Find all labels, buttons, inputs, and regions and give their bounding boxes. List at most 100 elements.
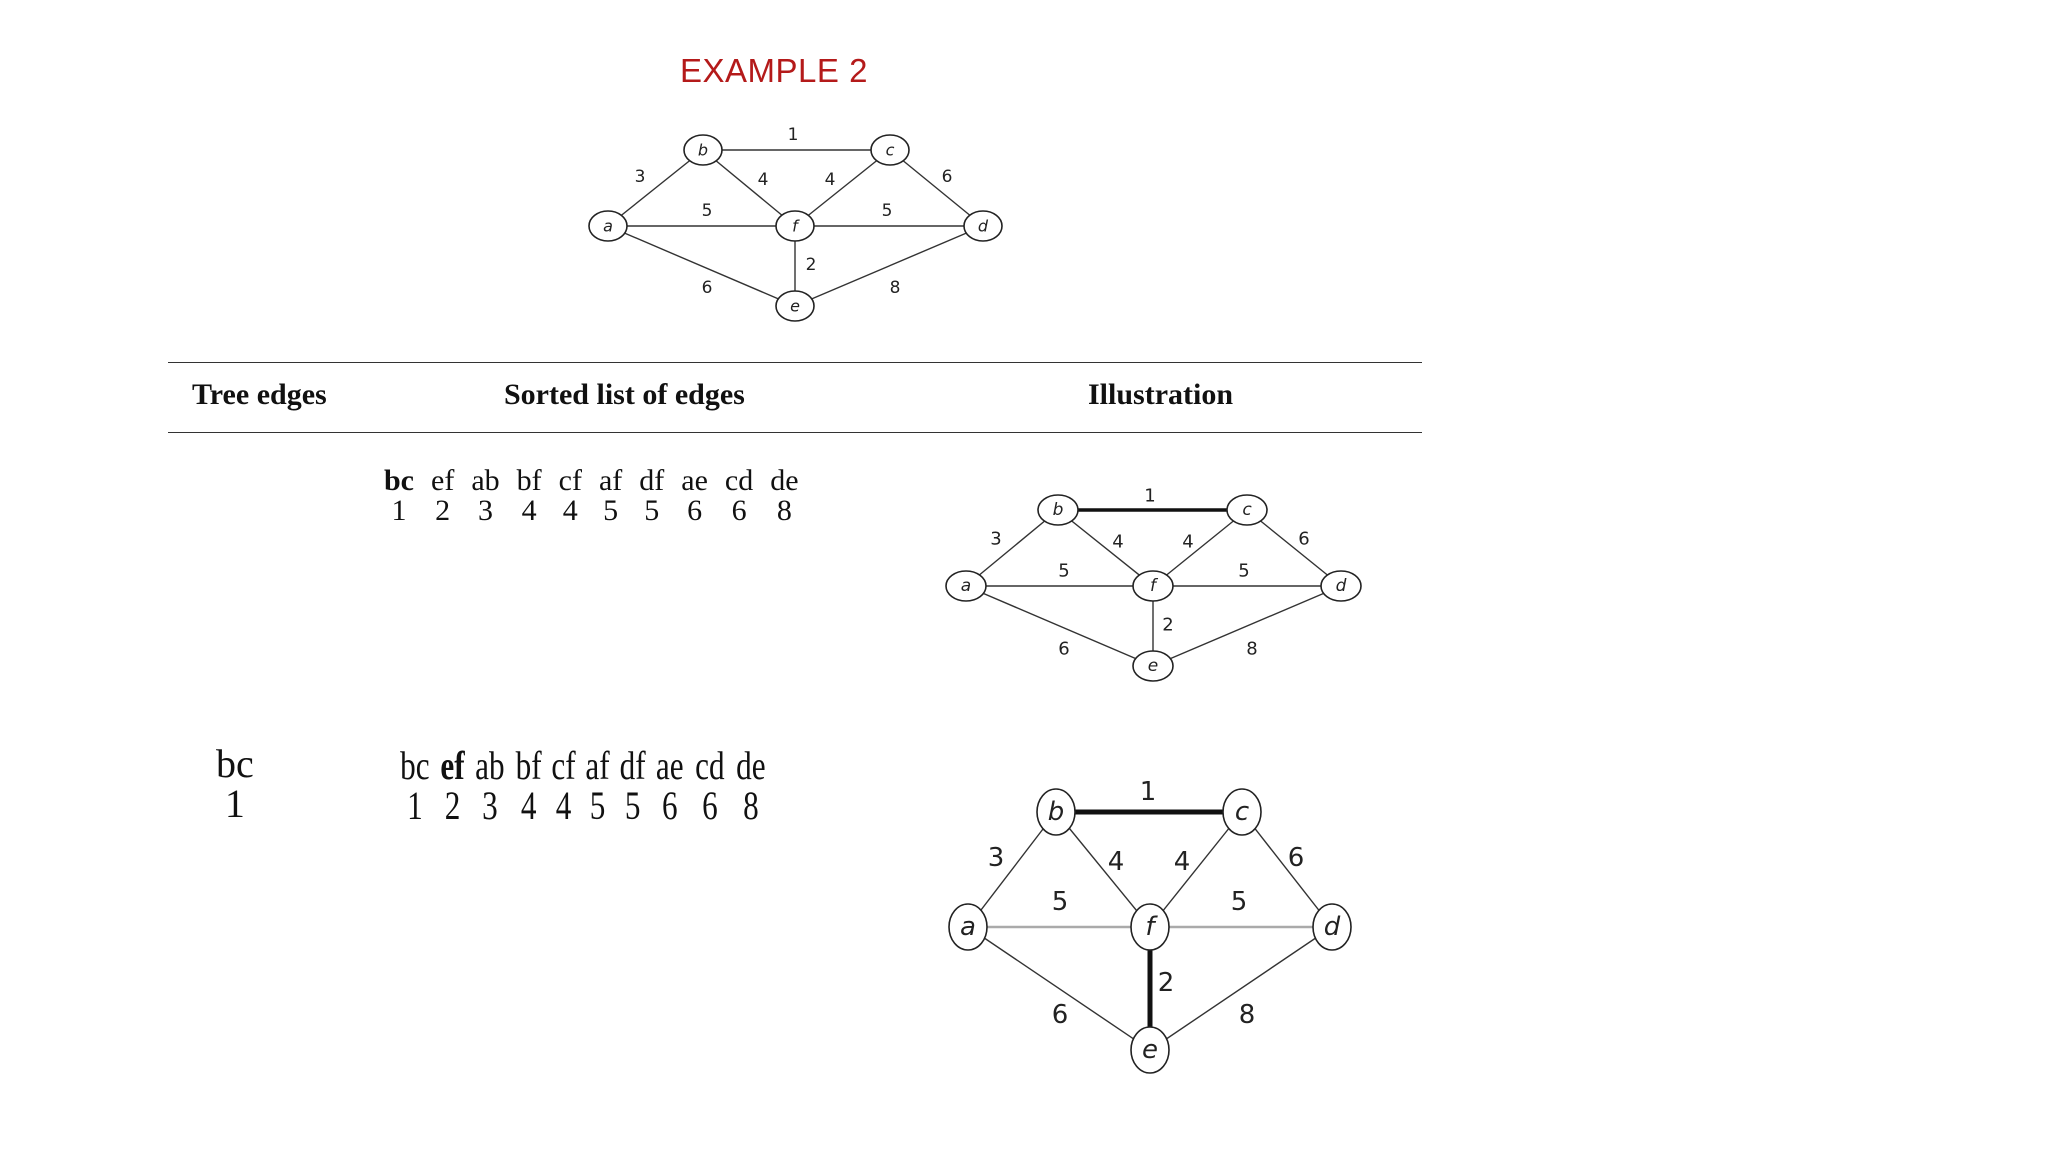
- edge-de: [1152, 585, 1342, 667]
- sorted-edge-name: df: [619, 743, 646, 788]
- node-label: e: [1148, 656, 1158, 676]
- sorted-edge-weight: 5: [603, 494, 619, 527]
- edge-weight-cf: 4: [825, 170, 836, 190]
- edge-weight-bc: 1: [1140, 777, 1157, 807]
- edge-weight-cd: 6: [1298, 529, 1309, 550]
- edge-weight-ae: 6: [1058, 639, 1069, 660]
- edge-weight-ef: 2: [1158, 968, 1175, 998]
- sorted-edge-weight: 1: [391, 494, 407, 527]
- edge-cd: [1246, 509, 1342, 587]
- header-illustration: Illustration: [1088, 378, 1234, 411]
- node-circle: [963, 210, 1003, 242]
- node-circle: [1132, 650, 1174, 682]
- edge-weight-cf: 4: [1182, 532, 1193, 553]
- edge-weight-de: 8: [890, 278, 901, 298]
- sorted-edge-name: bc: [384, 464, 414, 497]
- sorted-edge-weight: 2: [444, 783, 461, 828]
- edge-weight-ab: 3: [988, 843, 1005, 873]
- sorted-edge-name: bf: [516, 464, 542, 497]
- edge-cd: [889, 149, 984, 227]
- edge-weight-af: 5: [1052, 887, 1069, 917]
- sorted-edge-name: de: [735, 743, 766, 788]
- node-e: e: [775, 290, 815, 322]
- edge-ab: [965, 509, 1059, 587]
- edge-weight-bf: 4: [1112, 532, 1123, 553]
- edge-weight-bc: 1: [788, 125, 799, 145]
- node-b: b: [1036, 788, 1076, 836]
- sorted-edge-weight: 6: [662, 783, 678, 828]
- edge-weight-cd: 6: [942, 167, 953, 187]
- edge-ae: [965, 585, 1154, 667]
- edge-weight-cf: 4: [1174, 847, 1191, 877]
- sorted-edge-weight: 3: [477, 494, 493, 527]
- sorted-edge-name: ae: [681, 464, 708, 497]
- node-circle: [775, 210, 815, 242]
- sorted-edge-name: df: [639, 464, 665, 497]
- node-label: a: [603, 217, 613, 236]
- header-sorted-edges: Sorted list of edges: [504, 378, 745, 411]
- node-label: c: [1242, 500, 1252, 520]
- sorted-edge-weight: 8: [776, 494, 792, 527]
- sorted-edge-weight: 1: [407, 783, 423, 828]
- edge-weight-ae: 6: [702, 278, 713, 298]
- node-label: d: [1324, 912, 1341, 942]
- edge-ae: [607, 225, 796, 307]
- example-title: EXAMPLE 2: [680, 52, 868, 89]
- sorted-edge-weight: 4: [521, 494, 537, 527]
- edge-weight-ab: 3: [990, 529, 1001, 550]
- tree-edges-row-2: bc 1: [216, 744, 254, 824]
- node-circle: [1130, 1026, 1170, 1074]
- node-a: a: [948, 903, 988, 951]
- table-top-rule: [168, 362, 1422, 363]
- sorted-edge-name: ef: [440, 743, 465, 788]
- edge-weight-ae: 6: [1052, 1000, 1069, 1030]
- node-d: d: [1312, 903, 1352, 951]
- edge-weight-ab: 3: [635, 167, 646, 187]
- node-circle: [1222, 788, 1262, 836]
- sorted-edge-name: ef: [431, 464, 455, 497]
- edge-ae: [967, 926, 1151, 1051]
- sorted-edge-name: af: [585, 743, 610, 788]
- sorted-edge-weight: 6: [687, 494, 703, 527]
- sorted-edge-weight: 3: [481, 783, 498, 828]
- node-circle: [945, 570, 987, 602]
- edge-cf: [1152, 509, 1248, 587]
- edge-bf: [702, 149, 796, 227]
- node-f: f: [1132, 570, 1174, 602]
- edge-weight-df: 5: [1238, 561, 1249, 582]
- node-label: f: [1150, 576, 1159, 596]
- node-label: d: [1336, 576, 1347, 596]
- edge-weight-ef: 2: [806, 255, 817, 275]
- sorted-edge-name: cd: [695, 743, 725, 788]
- node-label: d: [978, 217, 989, 236]
- sorted-edge-weight: 6: [702, 783, 718, 828]
- node-circle: [1132, 570, 1174, 602]
- node-circle: [1037, 494, 1079, 526]
- node-label: c: [886, 141, 895, 160]
- sorted-edge-weight: 5: [644, 494, 660, 527]
- node-d: d: [963, 210, 1003, 242]
- node-b: b: [683, 134, 723, 166]
- tree-edge-label: bc: [216, 741, 254, 786]
- sorted-edge-name: cf: [551, 743, 576, 788]
- sorted-edge-name: de: [770, 464, 799, 497]
- sorted-edge-name: af: [598, 464, 623, 497]
